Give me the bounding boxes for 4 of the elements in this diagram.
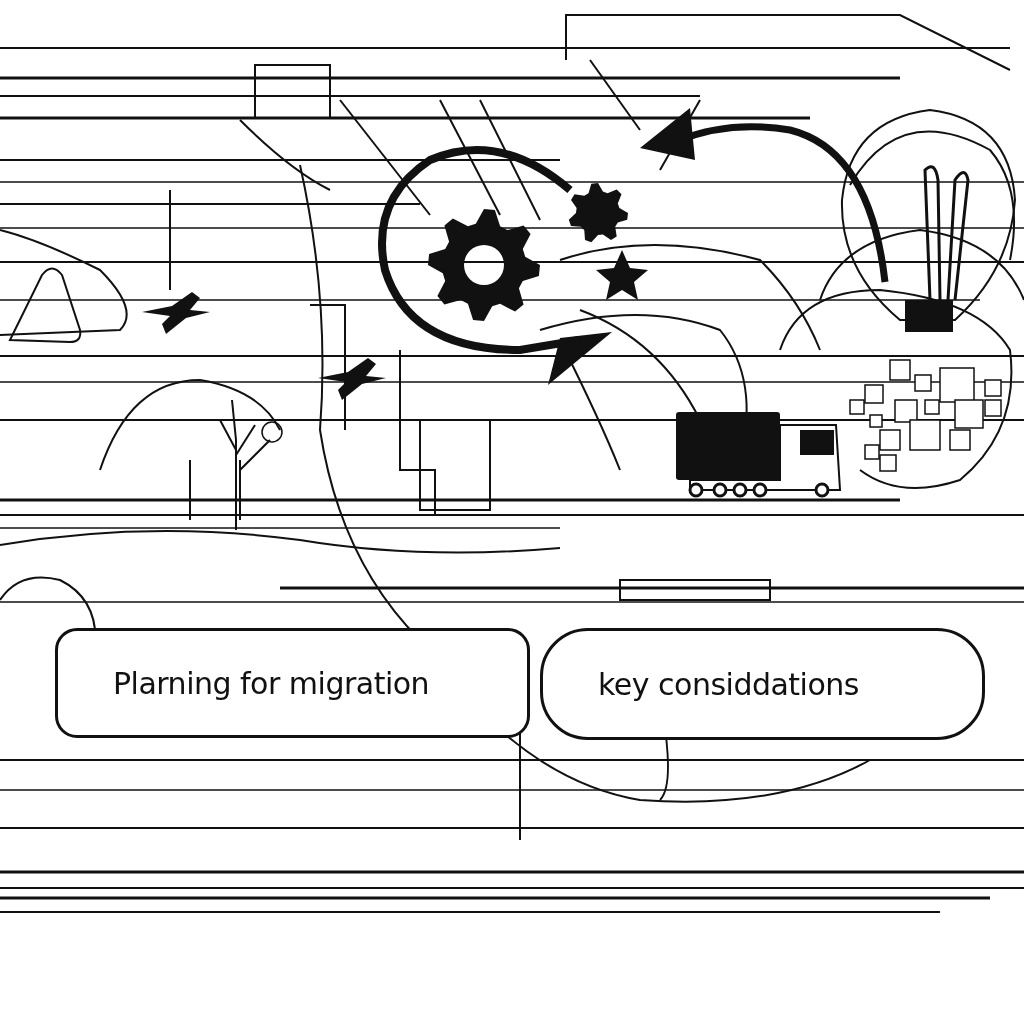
box-label: Plarning for migration [113, 665, 430, 701]
rounded-box [540, 628, 985, 740]
box-label: key considdations [598, 666, 859, 702]
rounded-box [55, 628, 530, 738]
